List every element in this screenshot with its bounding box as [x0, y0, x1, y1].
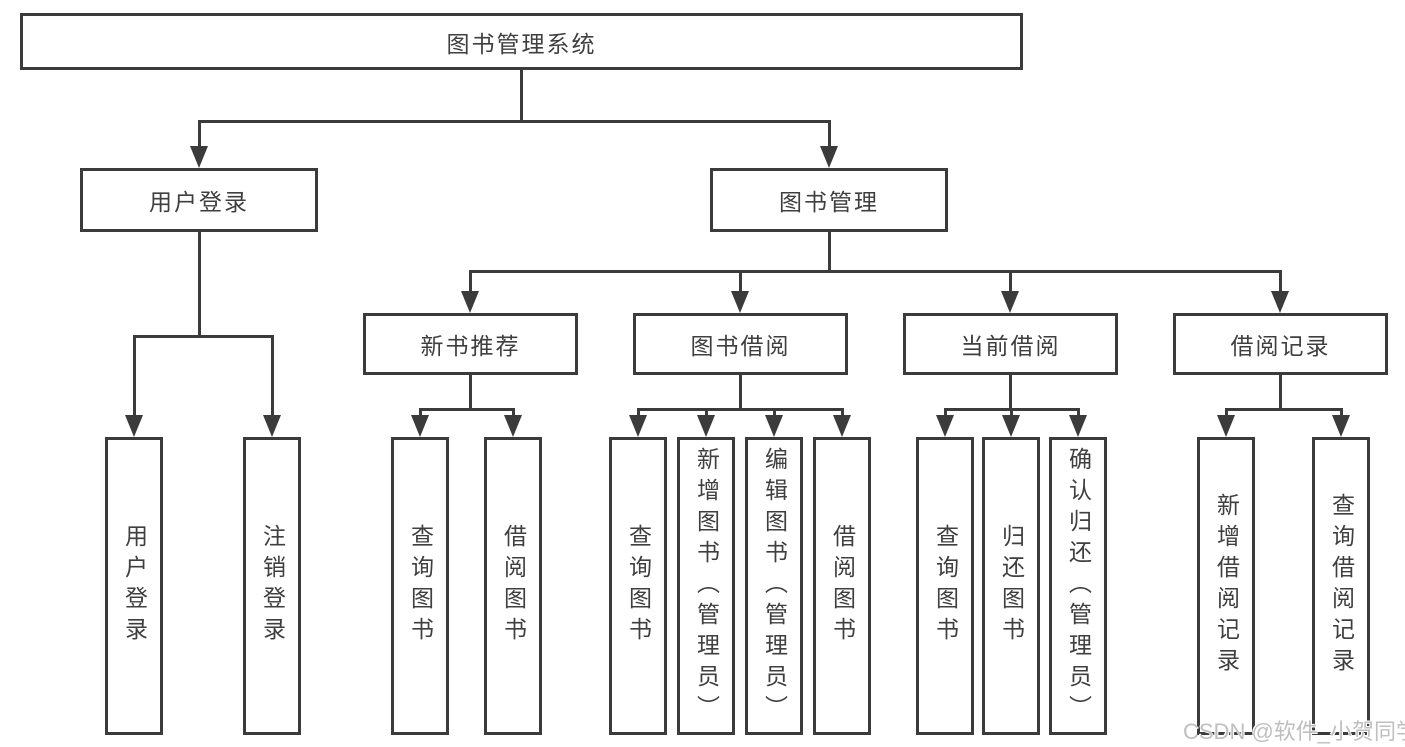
edge-newbooks-drop-1 [419, 408, 422, 418]
edge-records-drop-1 [1225, 408, 1228, 418]
leaf-bookborrow-add-admin: 新增图书（管理员） [677, 437, 735, 735]
edge-userlogin-stem [198, 232, 201, 335]
edge-bookborrow-drop-2 [705, 408, 708, 418]
node-book-management-label: 图书管理 [779, 189, 879, 215]
leaf-records-add: 新增借阅记录 [1197, 437, 1255, 735]
arrowhead-bb-borrow [833, 415, 851, 437]
edge-currentborrow-drop-2 [1010, 408, 1013, 418]
leaf-bookborrow-add-admin-label: 新增图书（管理员） [693, 446, 720, 726]
edge-root-stem [520, 70, 523, 120]
node-book-borrow-label: 图书借阅 [690, 333, 791, 359]
arrowhead-cb-confirm [1069, 415, 1087, 437]
leaf-currentborrow-confirm-admin: 确认归还（管理员） [1049, 437, 1107, 735]
node-user-login: 用户登录 [80, 168, 318, 232]
edge-userlogin-drop-2 [271, 335, 274, 417]
edge-bookborrow-rail [637, 408, 844, 411]
leaf-user-login: 用户登录 [105, 437, 163, 735]
leaf-logout: 注销登录 [243, 437, 301, 735]
edge-bookmgmt-stem [828, 232, 831, 270]
csdn-watermark: CSDN @软件_小贺同学 [1183, 719, 1405, 744]
node-new-books-label: 新书推荐 [420, 333, 521, 359]
leaf-bookborrow-edit-admin: 编辑图书（管理员） [745, 437, 803, 735]
arrowhead-cb-return [1002, 415, 1020, 437]
edge-records-drop-2 [1340, 408, 1343, 418]
arrowhead-bb-add [697, 415, 715, 437]
edge-bookborrow-drop-4 [841, 408, 844, 418]
edge-newbooks-stem [469, 375, 472, 408]
leaf-currentborrow-query-label: 查询图书 [932, 524, 959, 648]
node-borrow-records: 借阅记录 [1173, 313, 1388, 375]
node-root-label: 图书管理系统 [446, 30, 597, 57]
edge-bookborrow-drop-3 [773, 408, 776, 418]
edge-bookmgmt-drop-4 [1279, 270, 1282, 295]
arrowhead-leaf-logout [263, 415, 281, 437]
node-new-books: 新书推荐 [363, 313, 578, 375]
node-current-borrow: 当前借阅 [903, 313, 1118, 375]
edge-userlogin-drop-1 [133, 335, 136, 417]
leaf-records-query: 查询借阅记录 [1312, 437, 1370, 735]
edge-bookborrow-drop-1 [637, 408, 640, 418]
edge-root-rail [198, 120, 830, 123]
leaf-currentborrow-confirm-admin-label: 确认归还（管理员） [1065, 446, 1092, 726]
arrowhead-borrow-records [1271, 291, 1289, 313]
leaf-newbooks-borrow-label: 借阅图书 [500, 524, 527, 648]
leaf-newbooks-query: 查询图书 [391, 437, 449, 735]
node-current-borrow-label: 当前借阅 [960, 333, 1061, 359]
arrowhead-user-login [190, 146, 208, 168]
node-book-borrow: 图书借阅 [633, 313, 848, 375]
arrowhead-bb-edit [765, 415, 783, 437]
edge-bookmgmt-drop-3 [1009, 270, 1012, 295]
arrowhead-bb-query [629, 415, 647, 437]
arrowhead-rec-query [1332, 415, 1350, 437]
leaf-bookborrow-query-label: 查询图书 [625, 524, 652, 648]
edge-bookmgmt-rail [469, 270, 1282, 273]
leaf-currentborrow-return: 归还图书 [982, 437, 1040, 735]
arrowhead-cb-query [936, 415, 954, 437]
leaf-newbooks-borrow: 借阅图书 [484, 437, 542, 735]
edge-currentborrow-stem [1009, 375, 1012, 408]
leaf-bookborrow-borrow-label: 借阅图书 [829, 524, 856, 648]
arrowhead-nb-borrow [504, 415, 522, 437]
edge-records-stem [1279, 375, 1282, 408]
arrowhead-book-borrow [731, 291, 749, 313]
edge-root-drop-2 [828, 120, 831, 148]
arrowhead-nb-query [411, 415, 429, 437]
node-user-login-label: 用户登录 [149, 189, 249, 215]
edge-bookmgmt-drop-1 [469, 270, 472, 295]
arrowhead-rec-add [1217, 415, 1235, 437]
arrowhead-new-books [461, 291, 479, 313]
node-borrow-records-label: 借阅记录 [1230, 333, 1331, 359]
arrowhead-current-borrow [1001, 291, 1019, 313]
arrowhead-leaf-user-login [125, 415, 143, 437]
leaf-currentborrow-return-label: 归还图书 [998, 524, 1025, 648]
leaf-records-query-label: 查询借阅记录 [1328, 493, 1355, 679]
leaf-bookborrow-edit-admin-label: 编辑图书（管理员） [761, 446, 788, 726]
leaf-bookborrow-query: 查询图书 [609, 437, 667, 735]
leaf-records-add-label: 新增借阅记录 [1213, 493, 1240, 679]
node-root: 图书管理系统 [20, 13, 1023, 70]
arrowhead-book-management [820, 146, 838, 168]
edge-records-rail [1225, 408, 1343, 411]
edge-currentborrow-drop-1 [944, 408, 947, 418]
node-book-management: 图书管理 [710, 168, 948, 232]
edge-root-drop-1 [198, 120, 201, 148]
leaf-newbooks-query-label: 查询图书 [407, 524, 434, 648]
leaf-currentborrow-query: 查询图书 [916, 437, 974, 735]
leaf-user-login-label: 用户登录 [121, 524, 148, 648]
edge-bookmgmt-drop-2 [739, 270, 742, 295]
leaf-logout-label: 注销登录 [259, 524, 286, 648]
edge-userlogin-rail [133, 335, 274, 338]
leaf-bookborrow-borrow: 借阅图书 [813, 437, 871, 735]
edge-currentborrow-drop-3 [1077, 408, 1080, 418]
edge-newbooks-drop-2 [512, 408, 515, 418]
edge-bookborrow-stem [739, 375, 742, 408]
edge-newbooks-rail [419, 408, 515, 411]
